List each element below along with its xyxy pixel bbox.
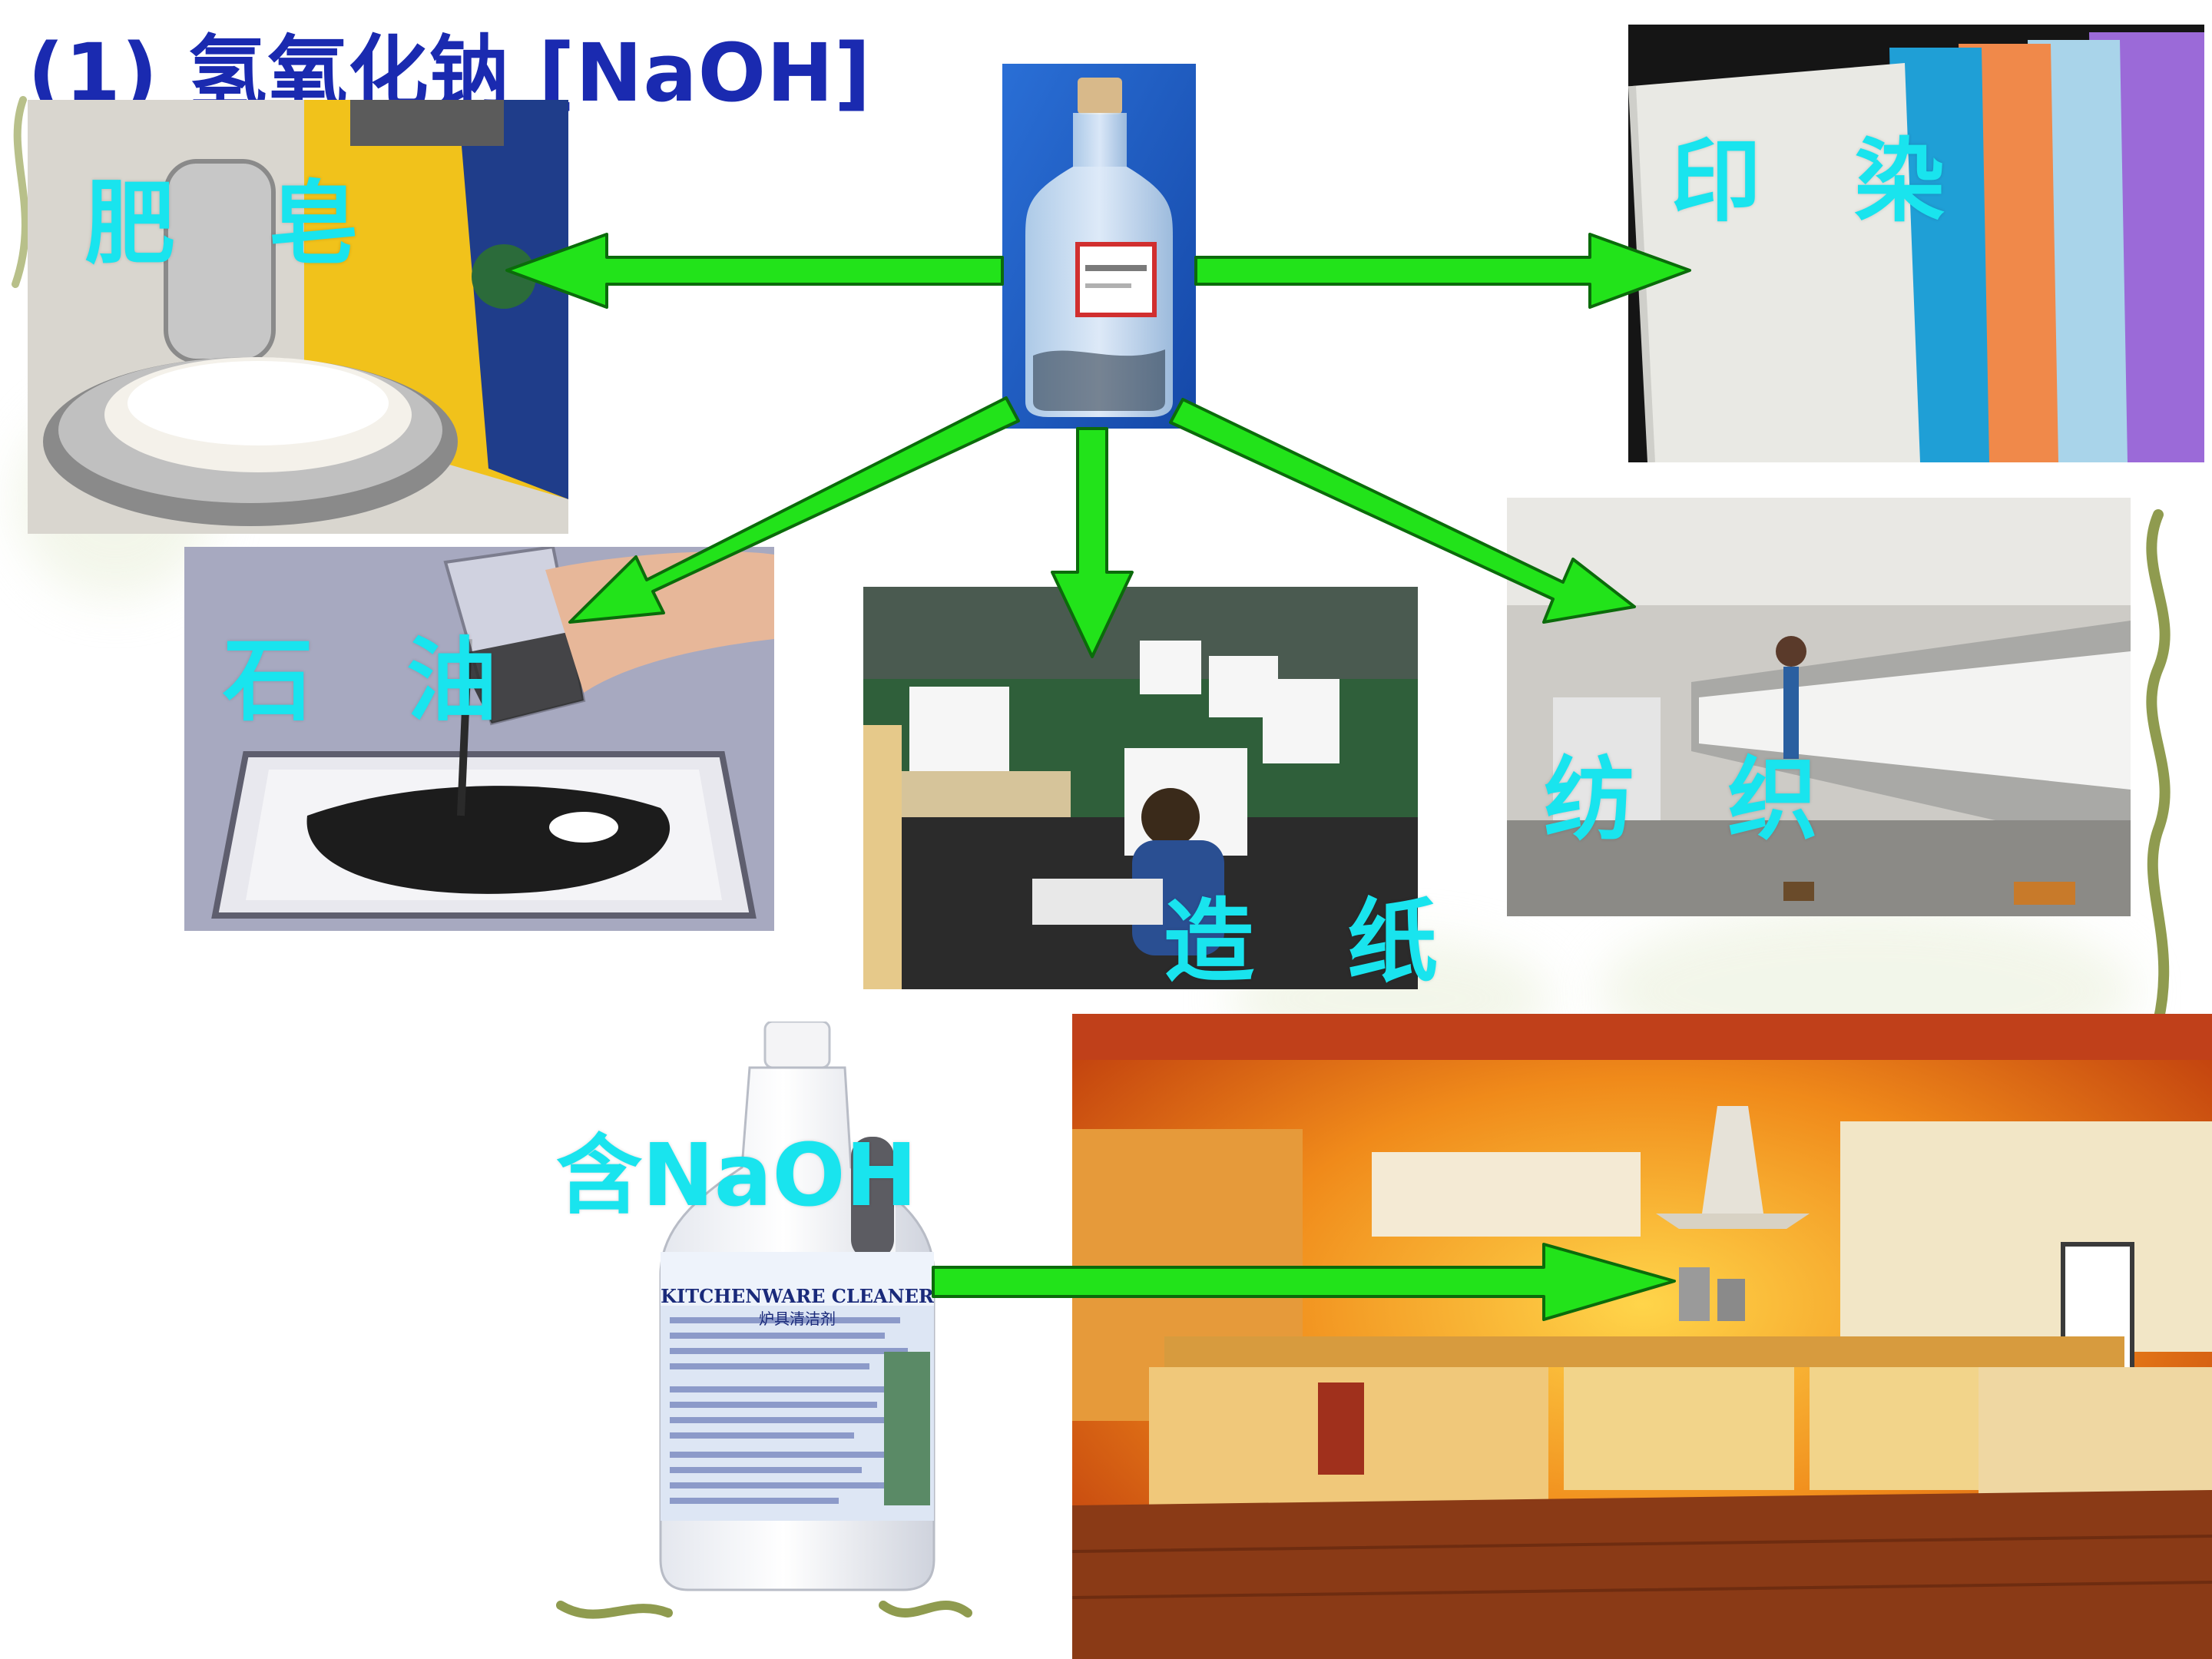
label-soap: 肥 皂	[84, 171, 390, 276]
kitchen-interior-icon	[1072, 1014, 2212, 1659]
arrow-to-dyeing	[1194, 233, 1691, 309]
arrow-to-soap	[505, 233, 1004, 309]
cleaner-product-subtitle: 炉具清洁剂	[759, 1310, 836, 1328]
cleaner-photo: KITCHENWARE CLEANER 炉具清洁剂	[650, 1022, 946, 1596]
soap-photo	[28, 100, 568, 534]
cleaner-bottle-icon: KITCHENWARE CLEANER 炉具清洁剂	[659, 1022, 935, 1591]
label-textile: 纺 织	[1544, 747, 1849, 853]
soap-dish-icon	[28, 100, 568, 534]
label-papermaking: 造 纸	[1164, 889, 1469, 995]
vine-decoration-icon	[2146, 509, 2171, 1027]
kitchen-photo	[1072, 1014, 2212, 1659]
label-contains-naoh: 含NaOH	[556, 1126, 918, 1226]
vine-decoration-icon	[556, 1601, 972, 1619]
dyed-fabric-icon	[1628, 25, 2204, 462]
naoh-bottle-photo	[1002, 64, 1196, 429]
label-petroleum: 石 油	[223, 628, 528, 733]
cleaner-product-title: KITCHENWARE CLEANER	[661, 1285, 935, 1307]
dyeing-photo	[1628, 25, 2204, 462]
paper-factory-icon	[863, 587, 1418, 989]
papermaking-photo	[863, 587, 1418, 989]
label-dyeing: 印 染	[1671, 128, 1976, 234]
oil-beaker-icon	[184, 547, 774, 931]
vine-decoration-icon	[12, 96, 29, 288]
petroleum-photo	[184, 547, 774, 931]
naoh-reagent-bottle-icon	[1002, 64, 1196, 429]
